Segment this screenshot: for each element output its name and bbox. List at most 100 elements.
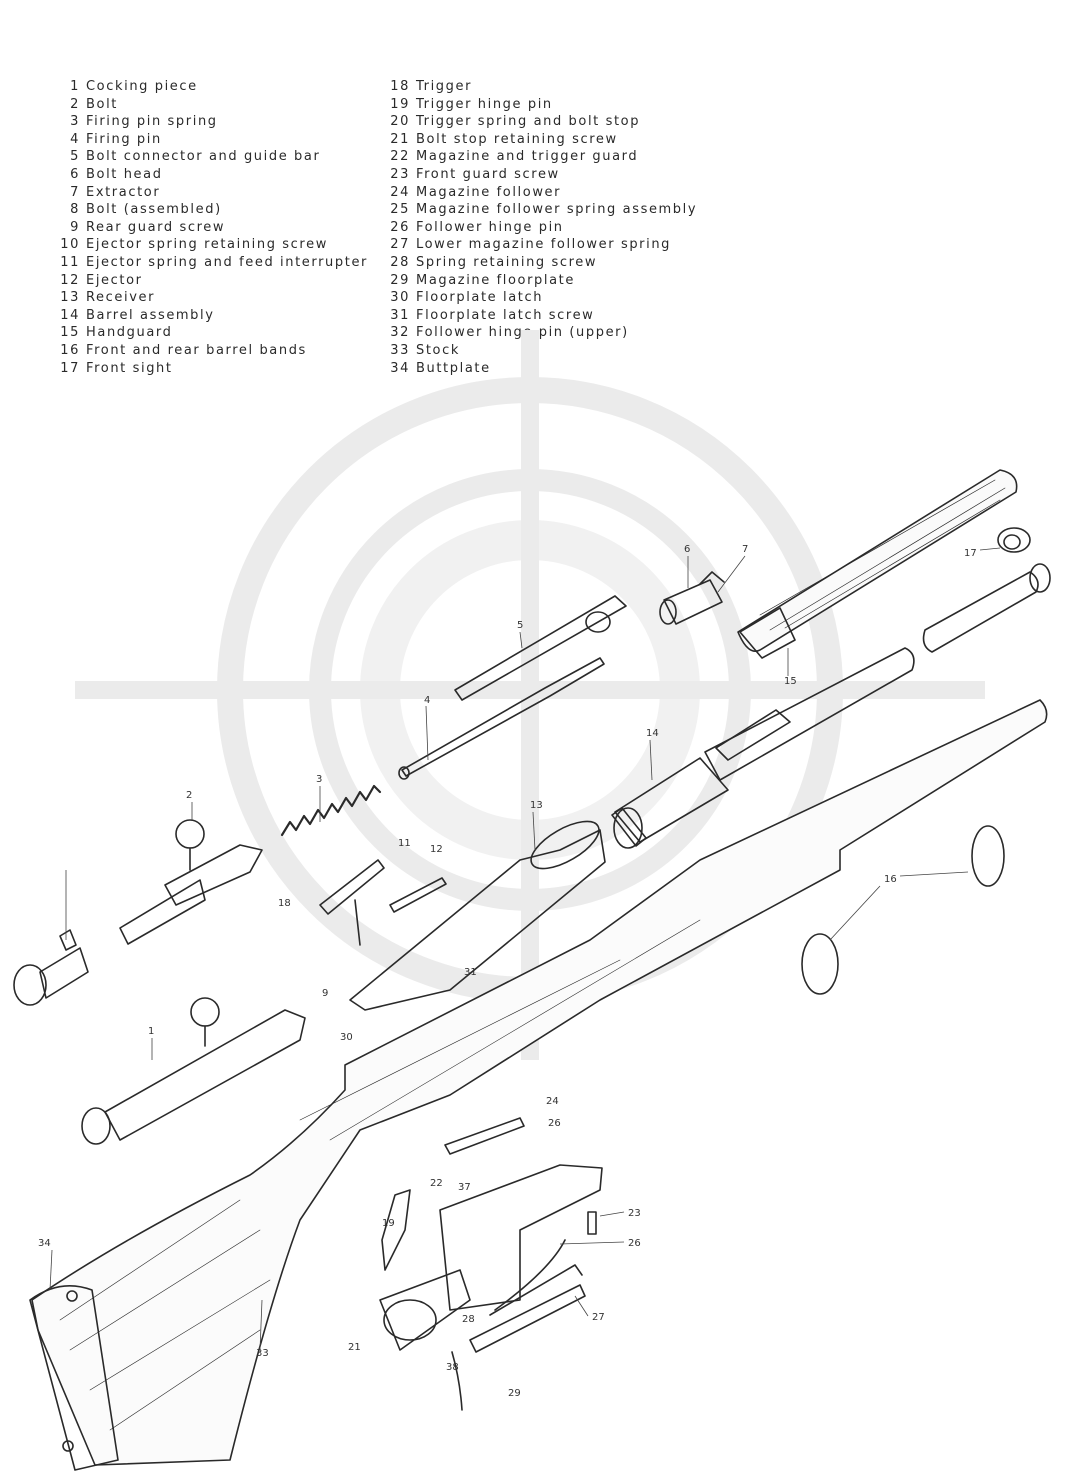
legend-item-label: Magazine follower spring assembly <box>416 202 698 218</box>
legend-item-number: 31 <box>390 307 410 323</box>
legend-item: 11 Ejector spring and feed interrupter <box>58 254 368 272</box>
receiver <box>349 820 606 1011</box>
callout-38: 38 <box>446 1362 459 1373</box>
callout-26b: 26 <box>628 1238 641 1249</box>
legend-item-label: Follower hinge pin <box>416 219 564 235</box>
callout-2: 2 <box>186 790 192 801</box>
legend-item-number: 15 <box>60 325 80 341</box>
callout-11: 11 <box>398 838 411 849</box>
legend-item-number: 5 <box>70 149 80 165</box>
trigger <box>381 1189 411 1271</box>
callout-24: 24 <box>546 1096 559 1107</box>
legend-item: 5 Bolt connector and guide bar <box>58 148 368 166</box>
legend-item-number: 21 <box>390 131 410 147</box>
legend-item-number: 2 <box>70 96 80 112</box>
leader-lines <box>49 547 1001 1351</box>
legend-item-number: 25 <box>390 202 410 218</box>
legend-item-label: Trigger spring and bolt stop <box>416 114 641 130</box>
callout-16: 16 <box>884 874 897 885</box>
legend-item-label: Firing pin spring <box>86 114 218 130</box>
legend-item-number: 12 <box>60 272 80 288</box>
legend-item-label: Front and rear barrel bands <box>86 342 307 358</box>
legend-item-label: Bolt <box>86 96 118 112</box>
bolt <box>119 819 263 945</box>
legend-item-number: 18 <box>390 79 410 94</box>
legend-item-label: Magazine floorplate <box>416 272 575 288</box>
cocking-piece <box>13 929 89 1006</box>
front-sight <box>997 527 1031 553</box>
firing-pin-spring <box>280 784 382 837</box>
bolt-assembled <box>81 997 306 1145</box>
legend-item-label: Ejector spring retaining screw <box>86 237 328 253</box>
callout-33: 33 <box>256 1348 269 1359</box>
callout-7: 7 <box>742 544 748 555</box>
legend-item: 26 Follower hinge pin <box>388 219 697 237</box>
legend-item-label: Stock <box>416 342 460 358</box>
legend-item: 25 Magazine follower spring assembly <box>388 201 697 219</box>
legend-item-label: Bolt head <box>86 166 163 182</box>
legend-item-label: Magazine follower <box>416 184 562 200</box>
legend-item-label: Bolt stop retaining screw <box>416 131 618 147</box>
legend-item-label: Extractor <box>86 184 161 200</box>
legend-item-label: Ejector <box>86 272 143 288</box>
legend-item-label: Handguard <box>86 325 173 341</box>
callout-6: 6 <box>684 544 690 555</box>
legend-item-number: 26 <box>390 219 410 235</box>
barrel-front-section <box>922 563 1051 653</box>
legend-item-number: 4 <box>70 131 80 147</box>
legend-item-number: 17 <box>60 360 80 376</box>
magazine-trigger-guard <box>379 1164 603 1351</box>
callout-3: 3 <box>316 774 322 785</box>
callout-14: 14 <box>646 728 659 739</box>
legend-item-label: Cocking piece <box>86 79 198 94</box>
callout-12: 12 <box>430 844 443 855</box>
legend-item-label: Floorplate latch <box>416 290 544 306</box>
legend-item-label: Front sight <box>86 360 173 376</box>
callout-26: 26 <box>548 1118 561 1129</box>
bolt-head <box>659 571 725 625</box>
callout-28: 28 <box>462 1314 475 1325</box>
legend-item-label: Lower magazine follower spring <box>416 237 672 253</box>
legend-item-label: Ejector spring and feed interrupter <box>86 254 368 270</box>
follower-spring <box>494 1239 566 1311</box>
callout-5: 5 <box>517 620 523 631</box>
callout-31: 31 <box>464 967 477 978</box>
barrel-assembly <box>611 647 915 849</box>
legend-item-number: 3 <box>70 114 80 130</box>
legend-item-number: 32 <box>390 325 410 341</box>
legend-item-number: 9 <box>70 219 80 235</box>
callout-29: 29 <box>508 1388 521 1399</box>
legend-item-label: Magazine and trigger guard <box>416 149 639 165</box>
legend-item-number: 11 <box>60 254 80 270</box>
legend-item-number: 10 <box>60 237 80 253</box>
callout-22: 22 <box>430 1178 443 1189</box>
legend-item-label: Bolt connector and guide bar <box>86 149 321 165</box>
floorplate-latch <box>451 1351 463 1411</box>
callout-27: 27 <box>592 1312 605 1323</box>
legend-item-label: Barrel assembly <box>86 307 215 323</box>
legend-item: 15 Handguard <box>58 324 368 342</box>
callout-13: 13 <box>530 800 543 811</box>
legend-item-number: 23 <box>390 166 410 182</box>
buttplate <box>29 1284 119 1471</box>
legend-item: 16 Front and rear barrel bands <box>58 342 368 360</box>
legend-item: 2 Bolt <box>58 96 368 114</box>
legend-item-number: 7 <box>70 184 80 200</box>
legend-item-number: 16 <box>60 342 80 358</box>
legend-item: 10 Ejector spring retaining screw <box>58 236 368 254</box>
front-guard-screw <box>587 1211 597 1235</box>
legend-item-label: Firing pin <box>86 131 162 147</box>
